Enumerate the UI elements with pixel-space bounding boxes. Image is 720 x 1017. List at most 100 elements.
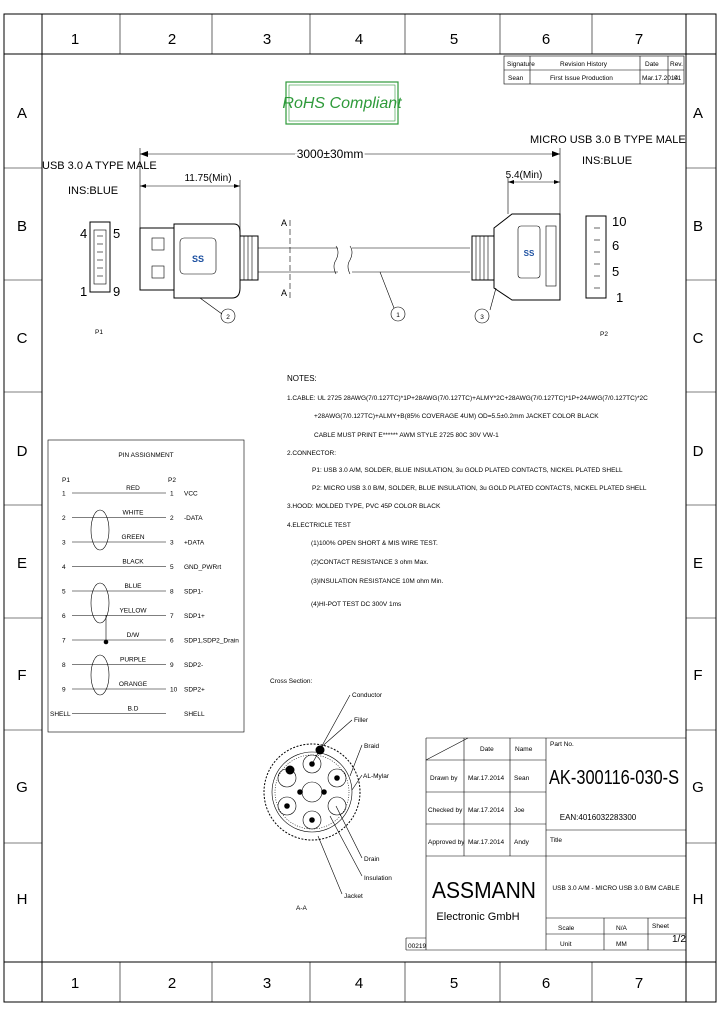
cross-label-drain: Drain [364,856,380,863]
col-label: 3 [263,975,271,992]
tb-approved-label: Approved by [428,839,465,846]
pin-wire-color: BLACK [122,559,144,566]
pin-left-number: 5 [62,589,66,596]
row-label: E [17,555,27,572]
revision-date: Mar.17.2014 [642,75,679,82]
pin-wire-color: PURPLE [120,657,147,664]
tb-sheet: 1/2 [672,934,686,945]
pin-right-number: 9 [170,662,174,669]
pin-a-1: 1 [80,284,87,299]
part-number: AK-300116-030-S [549,767,679,789]
cross-label-al-mylar: AL-Mylar [363,773,390,780]
notes-block: NOTES: 1.CABLE: UL 2725 28AWG(7/0.127TC)… [287,374,648,608]
title-block: Date Name Drawn by Mar.17.2014 Sean Chec… [405,737,686,951]
pin-left-number: 6 [62,613,66,620]
tb-title-header: Title [550,837,562,844]
revision-date-header: Date [645,61,659,68]
tb-drawn-date: Mar.17.2014 [468,775,505,782]
row-label: G [692,779,704,796]
pin-wire-color: GREEN [121,534,144,541]
micro-usb-face-view: 10 6 5 1 P2 [585,214,626,338]
revision-block: Signature Revision History Date Rev. Sea… [503,55,685,85]
note-line: P2: MICRO USB 3.0 B/M, SOLDER, BLUE INSU… [312,485,647,492]
cross-label-braid: Braid [364,743,380,750]
col-label: 7 [635,975,643,992]
cross-section-title: Cross Section: [270,678,312,685]
tb-scale-header: Scale [558,925,575,932]
row-label: A [17,105,27,122]
revision-signature-header: Signature [507,61,535,68]
revision-rev-header: Rev. [670,61,683,68]
end-b-title: MICRO USB 3.0 B TYPE MALE [530,134,686,146]
row-label: F [17,667,26,684]
balloon-1: 1 [396,312,400,319]
note-line: P1: USB 3.0 A/M, SOLDER, BLUE INSULATION… [312,467,623,474]
pin-right-number: 8 [170,589,174,596]
pin-signal: SHELL [184,711,205,718]
cross-label-conductor: Conductor [352,692,383,699]
col-label: 4 [355,975,363,992]
cross-section-caption: A-A [296,905,308,912]
pin-wire-color: RED [126,485,140,492]
row-label: D [17,443,28,460]
usb-a-face-view: 4 5 1 9 P1 [80,221,120,336]
pin-right-number: 10 [170,687,178,694]
note-line: (1)100% OPEN SHORT & MIS WIRE TEST. [311,540,438,547]
row-label: B [17,218,27,235]
col-label: 5 [450,975,458,992]
tb-scale: N/A [616,925,628,932]
pin-right-number: 7 [170,613,174,620]
col-label: 4 [355,31,363,48]
pin-right-number: 3 [170,540,174,547]
section-mark-top: A [281,218,287,228]
col-label: 2 [168,975,176,992]
usb-a-logo: SS [192,254,204,264]
row-label: H [17,891,28,908]
pin-signal: -DATA [184,515,203,522]
pin-left-number: 3 [62,540,66,547]
end-b-insulation: INS:BLUE [582,155,632,167]
twisted-pair-markers [90,509,110,696]
pin-wire-color: B.D [128,706,139,713]
usb-a-plug: SS [139,223,259,299]
revision-description: First Issue Production [550,75,613,82]
row-label: C [17,330,28,347]
row-label: H [693,891,704,908]
pin-b-5: 5 [612,264,619,279]
tb-sheet-header: Sheet [652,923,669,930]
drawing-border: 1 2 3 4 5 6 7 1 2 3 4 5 6 7 A B C D E F … [3,13,717,1003]
pin-b-6: 6 [612,238,619,253]
row-label: D [693,443,704,460]
note-line: (2)CONTACT RESISTANCE 3 ohm Max. [311,559,429,566]
pin-right-number: 5 [170,564,174,571]
note-line: CABLE MUST PRINT E****** AWM STYLE 2725 … [314,432,499,439]
note-line: 1.CABLE: UL 2725 28AWG(7/0.127TC)*1P+28A… [287,395,648,402]
drawing-title: USB 3.0 A/M - MICRO USB 3.0 B/M CABLE [552,885,680,892]
pin-signal: SDP1+ [184,613,205,620]
pin-left-number: 4 [62,564,66,571]
col-label: 1 [71,975,79,992]
pin-col-p1: P1 [62,477,70,484]
micro-usb-b-plug: SS [471,213,561,301]
tb-date-header: Date [480,746,494,753]
pin-signal: SDP2- [184,662,203,669]
cross-label-filler: Filler [354,717,369,724]
row-label: E [693,555,703,572]
note-line: +28AWG(7/0.127TC)+ALMY+B(85% COVERAGE 4U… [314,413,599,420]
ean-code: EAN:4016032283300 [560,813,637,822]
row-label: C [693,330,704,347]
p2-label: P2 [600,331,608,338]
col-label: 1 [71,31,79,48]
pin-right-number: 2 [170,515,174,522]
pin-a-4: 4 [80,226,87,241]
note-line: (3)INSULATION RESISTANCE 10M ohm Min. [311,578,444,585]
cable-body: A A [258,218,470,300]
pin-signal: GND_PWRrt [184,564,221,571]
company-subtitle: Electronic GmbH [436,911,519,923]
rohs-label: RoHS Compliant [282,95,402,112]
pin-left-number: 7 [62,638,66,645]
end-a-insulation: INS:BLUE [68,185,118,197]
tb-checked-name: Joe [514,807,525,814]
pin-wire-color: D/W [127,632,141,639]
